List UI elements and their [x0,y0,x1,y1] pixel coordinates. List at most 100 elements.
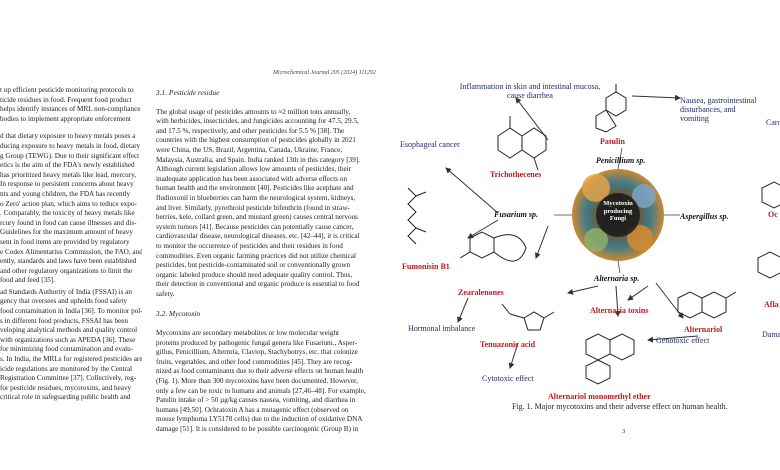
text-line: were China, the US, Brazil, Argentina, C… [156,145,343,154]
text-line: has prioritized heavy metals like lead, … [0,170,137,179]
fusarium-label: Fusarium sp. [494,210,539,219]
text-line: countries with the highest consumption o… [156,136,356,145]
text-line: icide regulations are monitored by the C… [0,364,133,373]
penicillium-label: Penicillium sp. [596,156,646,165]
text-line: t up efficient pesticide monitoring prot… [0,86,134,94]
cytotoxic-effect-label: Cytotoxic effect [482,374,534,383]
tenuazonic-acid-label: Tenuazonic acid [480,340,536,349]
text-line: mouse lymphoma LY5178 cells) due to the … [156,415,363,424]
section-heading-mycotoxin: 3.2. Mycotoxin [156,309,201,319]
text-line: The global usage of pesticides amounts t… [156,107,351,116]
nausea-effect-label: Nausea, gastrointestinal disturbances, a… [680,96,757,123]
figure-caption: Fig. 1. Major mycotoxins and their adver… [512,402,728,411]
text-line: inadequate application has been associat… [156,174,348,183]
genotoxic-effect-label: Genotoxic effect [656,336,710,345]
page-number: 3 [622,428,626,435]
text-line: sent in food items are provided by regul… [0,237,130,246]
text-line: Guidelines for the maximum amount of hea… [0,228,133,237]
patulin-label: Patulin [600,137,625,146]
text-line: with herbicides, insecticides, and fungi… [156,117,359,126]
text-line: . Comparably, the toxicity of heavy meta… [0,209,135,218]
text-line: only a few can be toxic to humans and an… [156,386,366,395]
text-line: Patulin intake of > 50 µg/kg causes naus… [156,396,356,405]
figure-mycotoxins: Inflammation in skin and intestinal muco… [398,78,780,408]
text-line: Malaysia, Australia, and Spain. India ra… [156,155,360,164]
paragraph-1: t up efficient pesticide monitoring prot… [0,86,142,124]
paragraph-pesticide: The global usage of pesticides amounts t… [156,108,378,300]
esophageal-cancer-label: Esophageal cancer [400,140,460,149]
text-line: their detection in conventional and orga… [156,280,360,289]
text-line: s. In India, the MRLs for registered pes… [0,355,142,364]
text-line: food and feed [35]. [0,276,56,285]
text-line: commodities. Even organic farming practi… [156,251,357,260]
text-line: rcury found in food can cause illnesses … [0,218,137,227]
text-line: for minimizing food contamination and ev… [0,345,134,354]
text-line: d that dietary exposure to heavy metals … [0,132,136,141]
text-line: e Codex Alimentarius Commission, the FAO… [0,247,142,256]
text-line: nts and young children, the FDA has rece… [0,189,131,198]
text-line: fludioxonil in blueberries can harm the … [156,193,356,202]
figure-graphics [407,84,780,385]
alternaria-sp-label: Alternaria sp. [594,274,640,283]
trichothecenes-label: Trichothecenes [490,170,542,179]
text-line: ently, standards and laws have been esta… [0,257,137,266]
text-line: food contamination in India [36]. To mon… [0,307,142,316]
text-line: with organizations such as APEDA [36]. T… [0,335,136,344]
text-line: and other regulatory organizations to li… [0,266,133,275]
paragraph-mycotoxin: Mycotoxins are secondary metabolites or … [156,329,378,435]
text-line: etics is the aim of the FDA's newly esta… [0,161,135,170]
text-line: humans [49,50]. Ochratoxin A has a mutag… [156,405,349,414]
text-line: veloping analytical methods and quality … [0,326,138,335]
text-line: gillus, Penicillium, Alternria, Claviop,… [156,348,358,357]
text-line: fruits, vegetables, and other food commo… [156,357,353,366]
text-line: gency that oversees and upholds food saf… [0,297,127,306]
text-line: s in different food products, FSSAI has … [0,316,129,325]
text-line: safety. [156,289,175,298]
text-line: Mycotoxins are secondary metabolites or … [156,329,340,338]
center-fungi-label: Mycotoxin producing Fungi [603,200,633,222]
inflammation-effect-label: Inflammation in skin and intestinal muco… [459,82,601,100]
text-line: bodies to implement appropriate enforcem… [0,114,131,123]
text-line: In response to persistent concerns about… [0,180,134,189]
fumonisin-label: Fumonisin B1 [402,262,450,271]
hormonal-imbalance-label: Hormonal imbalance [408,324,476,333]
text-line: helps identify instances of MRL non-comp… [0,105,141,114]
section-heading-pesticide: 3.1. Pesticide residue [156,88,220,97]
text-line: (Fig. 1). More than 300 mycotoxins have … [156,377,358,386]
text-line: ducing exposure to heavy metals in food,… [0,141,141,150]
aflatoxin-label-cut: Afla [764,300,779,309]
alternariol-label: Alternariol [684,325,723,334]
text-line: cardiovascular disease, neurological dis… [156,232,360,241]
text-line: berries, kele, collard green, and mustar… [156,213,358,222]
text-line: o Zero' action plan, which aims to reduc… [0,199,137,208]
damage-label-cut: Dama [762,330,780,339]
carcinogenic-label-cut: Carc [766,118,780,127]
text-line: human health and the environment [40]. P… [156,184,354,193]
text-line: and 17.5 %, respectively, and other pest… [156,126,345,135]
aspergillus-label: Aspergillus sp. [680,212,729,221]
text-line: critical role in safeguarding public hea… [0,393,131,402]
text-column-middle: 3.1. Pesticide residue The global usage … [156,88,378,435]
text-line: Although current legislation allows low … [156,165,352,174]
text-line: Registration Committee [37]. Collectivel… [0,374,137,383]
alternaria-toxins-label: Alternaria toxins [590,306,649,315]
text-line: proteins produced by pathogenic fungal g… [156,338,358,347]
ochratoxin-label-cut: Oc [768,210,778,219]
text-line: nized as food contaminants due to their … [156,367,364,376]
text-line: system tumors [41]. Because pesticides c… [156,222,354,231]
text-line: for pesticide residues, mycotoxins, and … [0,383,132,392]
text-column-left: t up efficient pesticide monitoring prot… [0,86,142,403]
text-line: to monitor the occurrence of pesticides … [156,241,343,250]
paragraph-3: ad Standards Authority of India (FSSAI) … [0,288,142,403]
text-line: g Group (TEWG). Due to their significant… [0,151,140,160]
text-line: and liver. Similarly, pyrethroid pestici… [156,203,350,212]
journal-header: Microchemical Journal 205 (2024) 111292 [273,70,376,76]
molecule-structures [407,84,780,385]
text-line: ad Standards Authority of India (FSSAI) … [0,287,132,296]
text-line: damage [51]. It is considered to be poss… [156,425,359,433]
text-line: pesticides, but pesticide-contaminated s… [156,261,351,270]
text-line: organic labeled produce should need adeq… [156,270,353,279]
alternariol-monomethyl-ether-label: Alternariol monomethyl ether [548,392,651,401]
text-line: ticide residues in food. Frequent food p… [0,95,132,104]
zearalenones-label: Zearalenones [458,288,504,297]
